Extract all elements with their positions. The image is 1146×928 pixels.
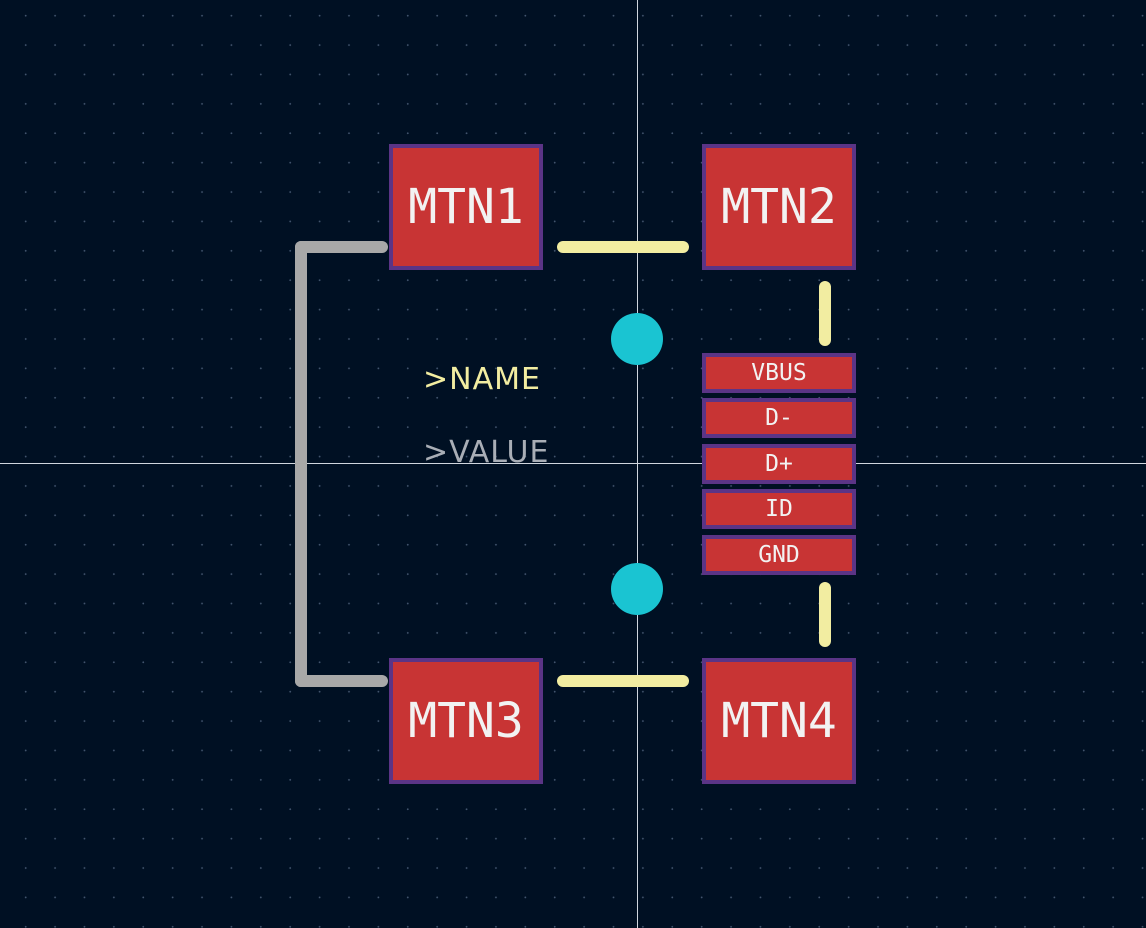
pad-mtn4[interactable]: MTN4 [702,658,856,784]
pad-d-plus[interactable]: D+ [702,444,856,484]
pad-id[interactable]: ID [702,489,856,529]
pad-mtn3[interactable]: MTN3 [389,658,543,784]
pad-mtn1[interactable]: MTN1 [389,144,543,270]
reference-text-name[interactable]: >NAME [423,362,541,397]
silkscreen-line-top[interactable] [557,241,689,253]
pad-id-label: ID [765,496,793,522]
pad-d-plus-label: D+ [765,451,793,477]
pad-vbus-label: VBUS [751,360,807,386]
npth-hole-upper[interactable] [611,313,663,365]
pad-gnd[interactable]: GND [702,535,856,575]
silkscreen-line-bottom[interactable] [557,675,689,687]
value-text[interactable]: >VALUE [423,435,550,470]
fab-outline-top[interactable] [295,241,388,253]
pad-gnd-label: GND [758,542,800,568]
pad-mtn4-label: MTN4 [721,693,837,749]
crosshair-vertical [637,0,638,928]
silkscreen-line-right-lower[interactable] [819,582,831,647]
pad-d-minus[interactable]: D- [702,398,856,438]
pad-mtn1-label: MTN1 [408,179,524,235]
pad-d-minus-label: D- [765,405,793,431]
pad-mtn2[interactable]: MTN2 [702,144,856,270]
pad-mtn2-label: MTN2 [721,179,837,235]
fab-outline-bottom[interactable] [295,675,388,687]
crosshair-horizontal [0,463,1146,464]
fab-outline-left[interactable] [295,241,307,687]
npth-hole-lower[interactable] [611,563,663,615]
pad-vbus[interactable]: VBUS [702,353,856,393]
silkscreen-line-right-upper[interactable] [819,281,831,346]
pad-mtn3-label: MTN3 [408,693,524,749]
